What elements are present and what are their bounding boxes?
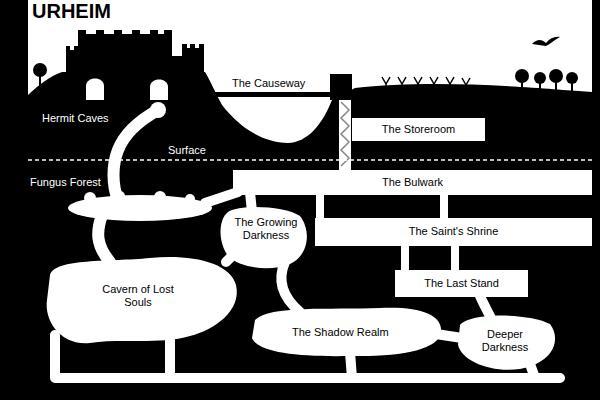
room-name: The Saint's Shrine — [409, 225, 499, 238]
room-box: The Bulwark — [233, 170, 592, 195]
caverns — [47, 102, 555, 370]
room-box: The Storeroom — [352, 118, 485, 141]
hermit-cave-arches — [86, 79, 168, 101]
shaft — [339, 100, 351, 172]
place-name: The Shadow Realm — [292, 326, 389, 339]
place-name: Deeper Darkness — [470, 328, 540, 354]
passage — [451, 246, 459, 270]
bird — [532, 37, 560, 46]
castle — [66, 30, 204, 74]
passage — [440, 195, 448, 218]
place-name: Surface — [168, 144, 206, 157]
gatehouse — [330, 74, 352, 100]
ladder — [341, 102, 349, 166]
passage — [316, 195, 324, 218]
room-name: The Storeroom — [382, 123, 455, 136]
room-name: The Bulwark — [382, 176, 443, 189]
room-name: The Last Stand — [424, 277, 499, 290]
place-name: Cavern of Lost Souls — [98, 283, 178, 309]
place-name: Hermit Caves — [42, 112, 109, 125]
room-box: The Saint's Shrine — [315, 218, 592, 246]
map-title: URHEIM — [32, 1, 111, 21]
ground — [28, 72, 592, 400]
tree-row — [515, 69, 578, 92]
stakes — [382, 77, 470, 89]
causeway-bridge — [205, 92, 345, 97]
place-name: The Growing Darkness — [231, 216, 301, 242]
tree — [33, 63, 47, 86]
place-name: Fungus Forest — [30, 176, 101, 189]
place-name: The Causeway — [232, 77, 305, 90]
room-box: The Last Stand — [395, 270, 528, 297]
passage — [401, 246, 409, 270]
